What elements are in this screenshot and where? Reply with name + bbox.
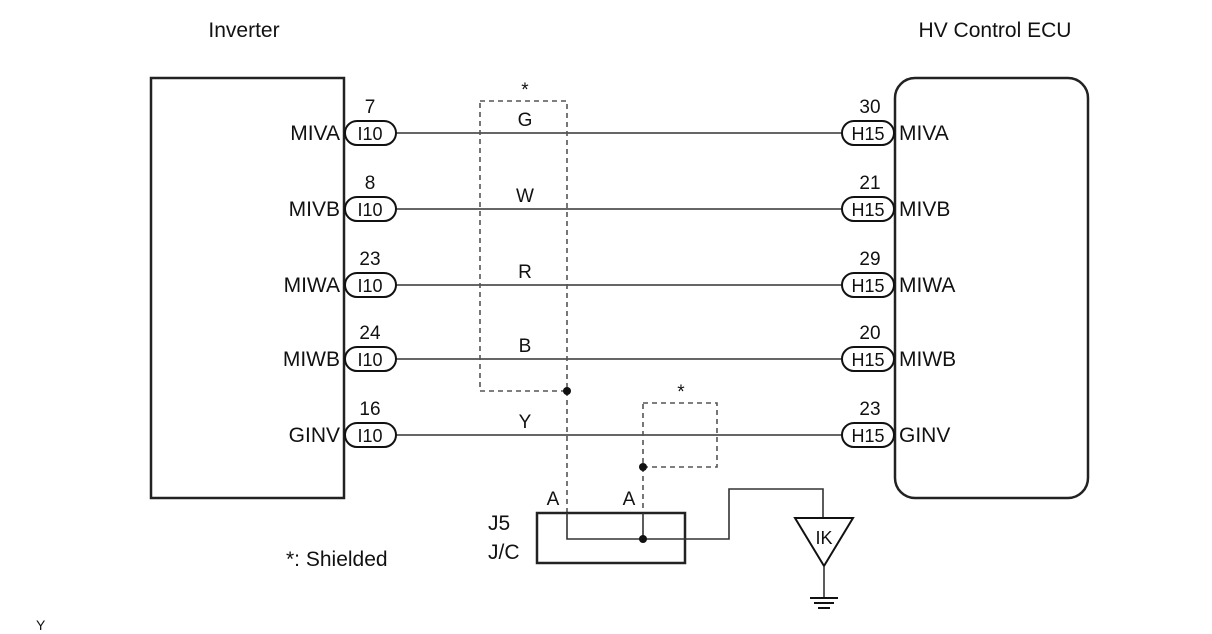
ecu-pin-ginv: 23: [859, 399, 880, 420]
ground-triangle: [793, 517, 855, 568]
signal-wires: [396, 132, 842, 436]
ecu-signal-miwa: MIWA: [899, 274, 955, 297]
ecu-connector-label-miwa: H15: [851, 276, 884, 296]
ecu-pin-mivb: 21: [859, 173, 880, 194]
inverter-connector-ginv: [344, 422, 397, 448]
inverter-connector-label-miva: I10: [357, 124, 382, 144]
shield-mark-main: *: [521, 80, 529, 101]
ecu-connector-label-mivb: H15: [851, 200, 884, 220]
inverter-pin-miva: 7: [365, 97, 376, 118]
inverter-connector-miwb: [344, 346, 397, 372]
inverter-title: Inverter: [208, 19, 279, 42]
inverter-connector-miwa: [344, 272, 397, 298]
ground-symbol-icon: [810, 597, 838, 609]
inverter-pin-ginv: 16: [359, 399, 380, 420]
junction-type: J/C: [488, 541, 520, 564]
ecu-pin-miva: 30: [859, 97, 880, 118]
inverter-pin-mivb: 8: [365, 173, 376, 194]
ecu-box: [893, 76, 1090, 500]
ecu-connector-ginv: [841, 422, 895, 448]
wire-color-mivb: W: [516, 186, 534, 207]
shield-mark-ginv: *: [677, 382, 685, 403]
ecu-connector-miwa: [841, 272, 895, 298]
corner-mark: Y: [36, 617, 46, 633]
drain-dot-ginv: [639, 463, 647, 471]
ecu-signal-miwb: MIWB: [899, 348, 956, 371]
inverter-connector-label-miwa: I10: [357, 276, 382, 296]
drain-dot-main: [563, 387, 571, 395]
ecu-pin-miwa: 29: [859, 249, 880, 270]
ecu-title: HV Control ECU: [919, 19, 1072, 42]
junction-pin-left: A: [547, 489, 560, 510]
ecu-signal-ginv: GINV: [899, 424, 950, 447]
inverter-box: [149, 76, 346, 500]
wire-color-miva: G: [518, 110, 533, 131]
inverter-signal-miwa: MIWA: [284, 274, 340, 297]
inverter-signal-ginv: GINV: [289, 424, 340, 447]
ecu-connector-label-miwb: H15: [851, 350, 884, 370]
ecu-pin-miwb: 20: [859, 323, 880, 344]
junction-dot: [639, 535, 647, 543]
ecu-connector-label-ginv: H15: [851, 426, 884, 446]
inverter-connector-mivb: [344, 196, 397, 222]
ecu-connector-miva: [841, 120, 895, 146]
inverter-signal-mivb: MIVB: [289, 198, 340, 221]
legend-text: *: Shielded: [286, 548, 388, 571]
ecu-signal-mivb: MIVB: [899, 198, 950, 221]
junction-pin-right: A: [623, 489, 636, 510]
inverter-connector-label-ginv: I10: [357, 426, 382, 446]
ecu-connector-miwb: [841, 346, 895, 372]
wire-color-ginv: Y: [519, 412, 532, 433]
inverter-connector-miva: [344, 120, 397, 146]
wire-color-miwa: R: [518, 262, 532, 283]
inverter-connector-label-miwb: I10: [357, 350, 382, 370]
ground-label: IK: [815, 528, 832, 548]
wire-color-miwb: B: [519, 336, 532, 357]
ecu-connector-label-miva: H15: [851, 124, 884, 144]
ecu-signal-miva: MIVA: [899, 122, 949, 145]
junction-box: [535, 511, 687, 565]
shield-box-ginv: [642, 402, 718, 468]
inverter-pin-miwa: 23: [359, 249, 380, 270]
inverter-signal-miwb: MIWB: [283, 348, 340, 371]
inverter-connector-label-mivb: I10: [357, 200, 382, 220]
junction-name: J5: [488, 512, 510, 535]
inverter-pin-miwb: 24: [359, 323, 381, 344]
junction-internal-wire: [566, 488, 824, 540]
ecu-connector-mivb: [841, 196, 895, 222]
inverter-signal-miva: MIVA: [290, 122, 340, 145]
